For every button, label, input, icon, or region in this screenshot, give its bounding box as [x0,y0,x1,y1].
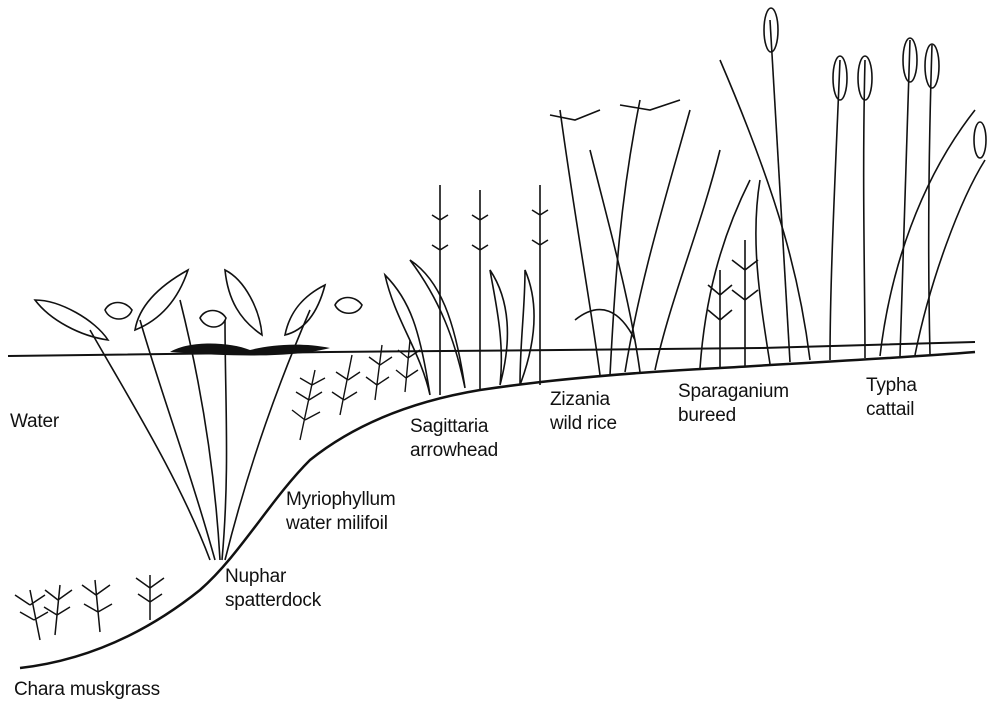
label-sparganium-genus: Sparaganium [678,380,789,404]
label-sagittaria-common: arrowhead [410,439,498,463]
label-zizania-genus: Zizania [550,388,617,412]
label-sparganium-common: bureed [678,404,789,428]
label-myriophyllum-common: water milifoil [286,512,396,536]
label-chara: Chara muskgrass [14,678,160,702]
label-typha-genus: Typha [866,374,917,398]
sagittaria-plants [385,185,548,395]
label-typha-common: cattail [866,398,917,422]
label-myriophyllum: Myriophyllum water milifoil [286,488,396,536]
label-typha: Typha cattail [866,374,917,422]
label-sparganium: Sparaganium bureed [678,380,789,428]
label-zizania: Zizania wild rice [550,388,617,436]
myriophyllum-plants [292,340,420,440]
label-zizania-common: wild rice [550,412,617,436]
label-sagittaria-genus: Sagittaria [410,415,498,439]
shoreline-profile [20,352,975,668]
label-sagittaria: Sagittaria arrowhead [410,415,498,463]
sparganium-plants [700,180,770,368]
label-myriophyllum-genus: Myriophyllum [286,488,396,512]
zizania-plants [550,100,720,375]
label-nuphar-genus: Nuphar [225,565,321,589]
label-water: Water [10,410,59,434]
label-nuphar: Nuphar spatterdock [225,565,321,613]
label-nuphar-common: spatterdock [225,589,321,613]
